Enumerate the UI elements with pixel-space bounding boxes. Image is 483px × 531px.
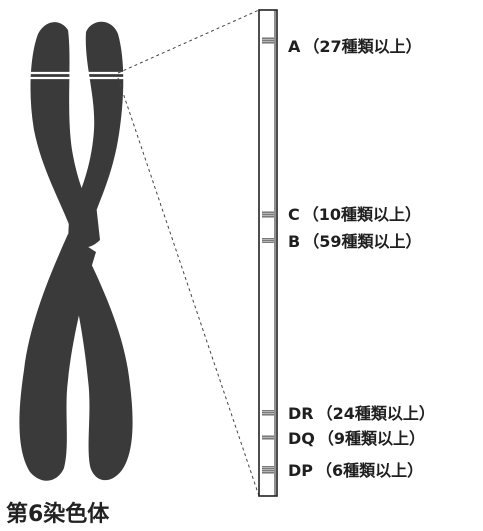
chromosome-caption: 第6染色体 [6,496,109,528]
gene-name: DQ [288,429,315,449]
gene-label-dq: DQ（9種類以上） [288,429,425,449]
gene-band-a [262,37,274,44]
gene-allele-count: （9種類以上） [318,429,425,448]
enlarged-region [259,10,277,496]
gene-allele-count: （24種類以上） [317,404,435,423]
gene-band-dr [262,410,274,416]
gene-allele-count: （59種類以上） [303,232,421,251]
gene-allele-count: （10種類以上） [303,205,421,224]
gene-name: A [288,37,300,57]
gene-band-dp [262,466,274,474]
gene-label-c: C（10種類以上） [288,205,421,225]
enlarged-bar [259,10,277,496]
chromosome [19,22,132,481]
gene-label-a: A（27種類以上） [288,37,422,57]
gene-name: DP [288,461,313,481]
gene-label-dp: DP（6種類以上） [288,461,423,481]
chromatid-lower-right [64,236,133,480]
gene-allele-count: （27種類以上） [303,37,421,56]
zoom-guide-lines [118,10,259,496]
zoom-line-bottom [118,78,259,496]
gene-label-dr: DR（24種類以上） [288,404,435,424]
zoom-line-top [118,10,259,73]
gene-name: C [288,205,300,225]
gene-band-c [262,211,274,218]
gene-band-dq [262,435,274,440]
gene-allele-count: （6種類以上） [316,461,423,480]
gene-band-b [262,238,274,243]
gene-label-b: B（59種類以上） [288,232,421,252]
gene-name: DR [288,404,314,424]
gene-name: B [288,232,300,252]
